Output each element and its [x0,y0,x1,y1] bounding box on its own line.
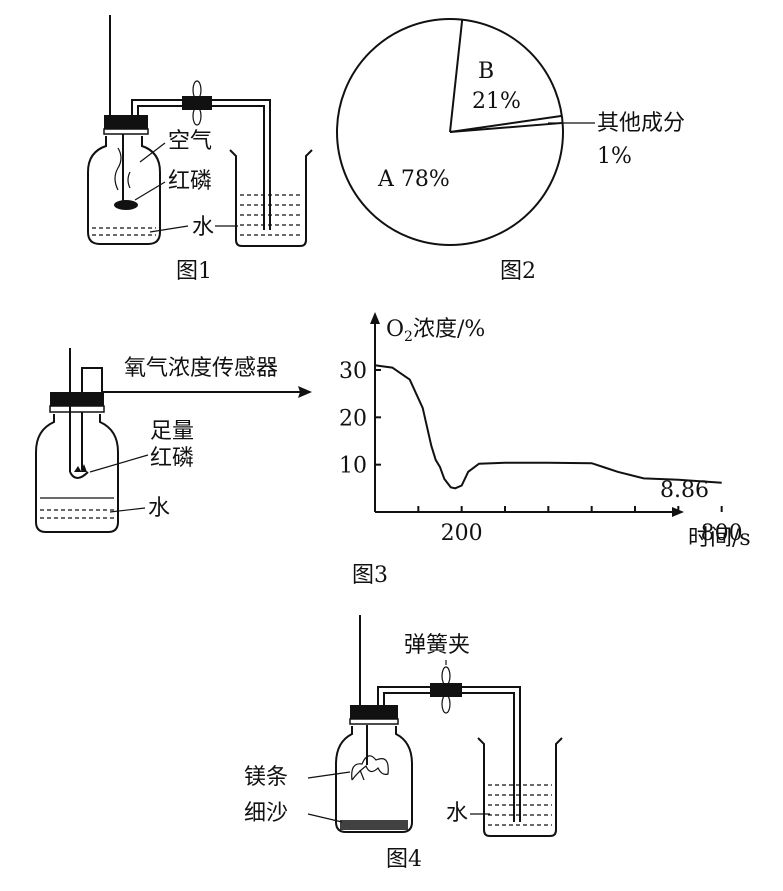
rubber-stopper [350,705,398,719]
other-percent: 1% [597,144,632,169]
beaker [477,737,563,837]
label-red-phosphorus: 红磷 [168,169,212,194]
y-axis-arrow-icon [370,312,380,324]
other-name: 其他成分 [597,111,685,136]
pie-slice-boundary-other-b [449,114,562,133]
slice-a-label: A 78% [377,167,450,192]
label-water: 水 [148,496,170,521]
collection-jar [87,136,161,245]
label-air: 空气 [168,129,212,154]
arrow-head-icon [298,386,312,398]
label-spring-clamp: 弹簧夹 [404,633,470,658]
caption-figure-1: 图1 [176,259,212,284]
y-tick-label: 20 [339,406,367,431]
sensor-label: 氧气浓度传感器 [124,356,278,381]
figure-2-pie-chart: B 21% A 78% 其他成分 1% 图2 [336,18,685,284]
label-fine-sand: 细沙 [244,801,288,826]
fine-sand [340,820,408,830]
label-red-phosphorus: 红磷 [150,446,194,471]
x-tick-label: 200 [441,521,483,546]
pie-outline [336,18,564,246]
y-tick-label: 30 [339,359,367,384]
sensor-probe [81,367,103,392]
pie-slice-boundary-b-a [449,19,464,133]
rubber-stopper [104,115,148,129]
figure-3-line-chart: 10 20 30 200 800 O2浓度/% 时间/s 8.86 图3 [339,312,751,588]
beaker [229,149,313,247]
burning-phosphorus [74,464,87,472]
figure-1: 空气 红磷 水 图1 [87,15,313,284]
smoke-icon [114,147,122,191]
spring-clamp [182,96,212,110]
figure-3-apparatus: 氧气浓度传感器 足量 红磷 水 [35,348,312,533]
label-water: 水 [446,801,468,826]
caption-figure-2: 图2 [500,259,536,284]
label-water: 水 [192,215,214,240]
label-sufficient: 足量 [150,419,194,444]
end-value-label: 8.86 [660,478,709,503]
caption-figure-3: 图3 [352,563,388,588]
collection-jar [35,414,119,533]
magnesium-strip-icon [351,755,389,781]
y-tick-label: 10 [339,454,367,479]
x-axis-label: 时间/s [688,526,751,551]
pie-slice-boundary-a-other [449,121,563,133]
rubber-stopper [50,392,104,406]
combustion-spoon [69,471,89,479]
x-tick-label: 800 [701,521,743,546]
burning-phosphorus [114,200,138,210]
caption-figure-4: 图4 [386,847,422,872]
collection-jar [335,726,413,833]
label-magnesium-strip: 镁条 [244,765,288,790]
series-o2-concentration [374,364,722,490]
slice-b-name: B [478,59,494,84]
spring-clamp [430,683,462,697]
figure-4: 弹簧夹 镁条 细沙 水 图4 [244,615,563,872]
slice-b-percent: 21% [472,89,521,114]
y-axis-label: O2浓度/% [386,317,485,345]
